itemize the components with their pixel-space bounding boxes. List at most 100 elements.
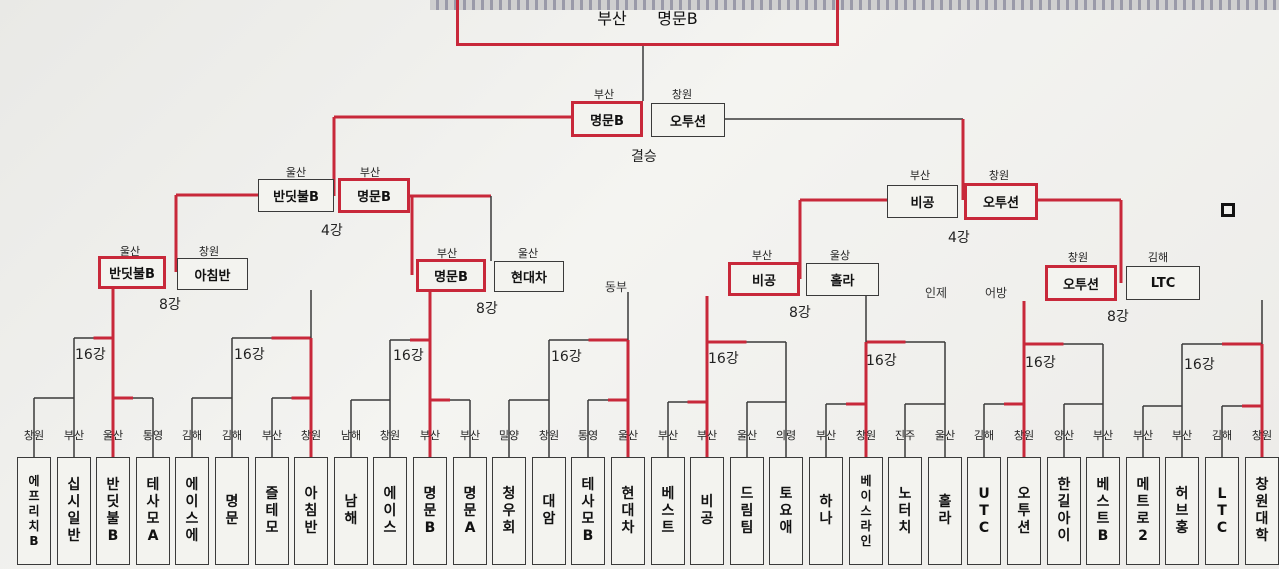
qf2-a-region: 부산 <box>436 247 458 260</box>
team-region: 부산 <box>1092 429 1114 442</box>
qf1-label: 8강 <box>159 297 181 313</box>
qf4-b-region: 김해 <box>1147 251 1169 264</box>
qf2-b-region: 울산 <box>517 247 539 260</box>
qf2-b-team: 현대차 <box>494 261 564 292</box>
team-region: 의령 <box>775 429 797 442</box>
qf1-b-team: 아침반 <box>177 258 248 290</box>
qf3-a-region: 부산 <box>751 249 773 262</box>
team-region: 창원 <box>23 429 45 442</box>
team-region: 부산 <box>815 429 837 442</box>
team-region: 진주 <box>894 429 916 442</box>
qf2-a-team: 명문B <box>416 259 486 292</box>
r16-label-8: 16강 <box>1184 357 1215 373</box>
team-region: 부산 <box>459 429 481 442</box>
semi-right-a-team: 비공 <box>887 185 958 218</box>
team-region: 창원 <box>538 429 560 442</box>
semi-right-label: 4강 <box>948 230 970 246</box>
qf2-label: 8강 <box>476 301 498 317</box>
r16-label-6: 16강 <box>866 353 897 369</box>
qf3-b-team: 홀라 <box>806 263 879 296</box>
team-region: 통영 <box>577 429 599 442</box>
r16-label-5: 16강 <box>708 351 739 367</box>
team-region: 김해 <box>181 429 203 442</box>
qf3-a-team: 비공 <box>728 262 800 296</box>
champion-name: 명문B <box>657 9 698 28</box>
r16-label-4: 16강 <box>551 349 582 365</box>
qf4-b-team: LTC <box>1126 266 1200 300</box>
champion-box: 부산 명문B <box>456 0 839 46</box>
qf3-b-region: 울상 <box>829 249 851 262</box>
team-region: 김해 <box>973 429 995 442</box>
team-region: 창원 <box>300 429 322 442</box>
team-region: 남해 <box>340 429 362 442</box>
team-region: 울산 <box>736 429 758 442</box>
qf1-b-region: 창원 <box>198 245 220 258</box>
r16-label-3: 16강 <box>393 348 424 364</box>
semi-left-a-team: 반딧불B <box>258 179 334 212</box>
semi-right-b-region: 창원 <box>988 169 1010 182</box>
qf1-a-region: 울산 <box>119 245 141 258</box>
top-border-strip <box>430 0 1279 10</box>
semi-right-b-team: 오투션 <box>964 183 1038 220</box>
semi-left-b-team: 명문B <box>338 178 410 213</box>
team-region: 김해 <box>1211 429 1233 442</box>
semi-left-label: 4강 <box>321 223 343 239</box>
team-region: 울산 <box>617 429 639 442</box>
final-right-team: 오투션 <box>651 103 725 137</box>
qf3-label: 8강 <box>789 305 811 321</box>
team-region: 울산 <box>102 429 124 442</box>
champion-label: 부산 명문B <box>459 5 836 29</box>
final-left-region: 부산 <box>593 88 615 101</box>
team-region: 창원 <box>1013 429 1035 442</box>
team-region: 부산 <box>419 429 441 442</box>
r16-label-7: 16강 <box>1025 355 1056 371</box>
team-region: 부산 <box>696 429 718 442</box>
qf4-a-team: 오투션 <box>1045 265 1117 301</box>
semi-left-b-region: 부산 <box>359 166 381 179</box>
semi-right-a-region: 부산 <box>909 169 931 182</box>
final-right-region: 창원 <box>671 88 693 101</box>
team-region: 부산 <box>657 429 679 442</box>
final-label: 결승 <box>631 149 657 165</box>
qf4-a-region: 창원 <box>1067 251 1089 264</box>
team-region: 부산 <box>1132 429 1154 442</box>
champion-region: 부산 <box>597 9 627 28</box>
final-left-team: 명문B <box>571 101 643 137</box>
team-region: 부산 <box>63 429 85 442</box>
semi-left-a-region: 울산 <box>285 166 307 179</box>
r16-label-1: 16강 <box>75 347 106 363</box>
note-dongbu: 동부 <box>605 280 628 294</box>
square-icon <box>1221 203 1235 217</box>
team-region: 창원 <box>855 429 877 442</box>
team-region: 울산 <box>934 429 956 442</box>
qf4-label: 8강 <box>1107 309 1129 325</box>
